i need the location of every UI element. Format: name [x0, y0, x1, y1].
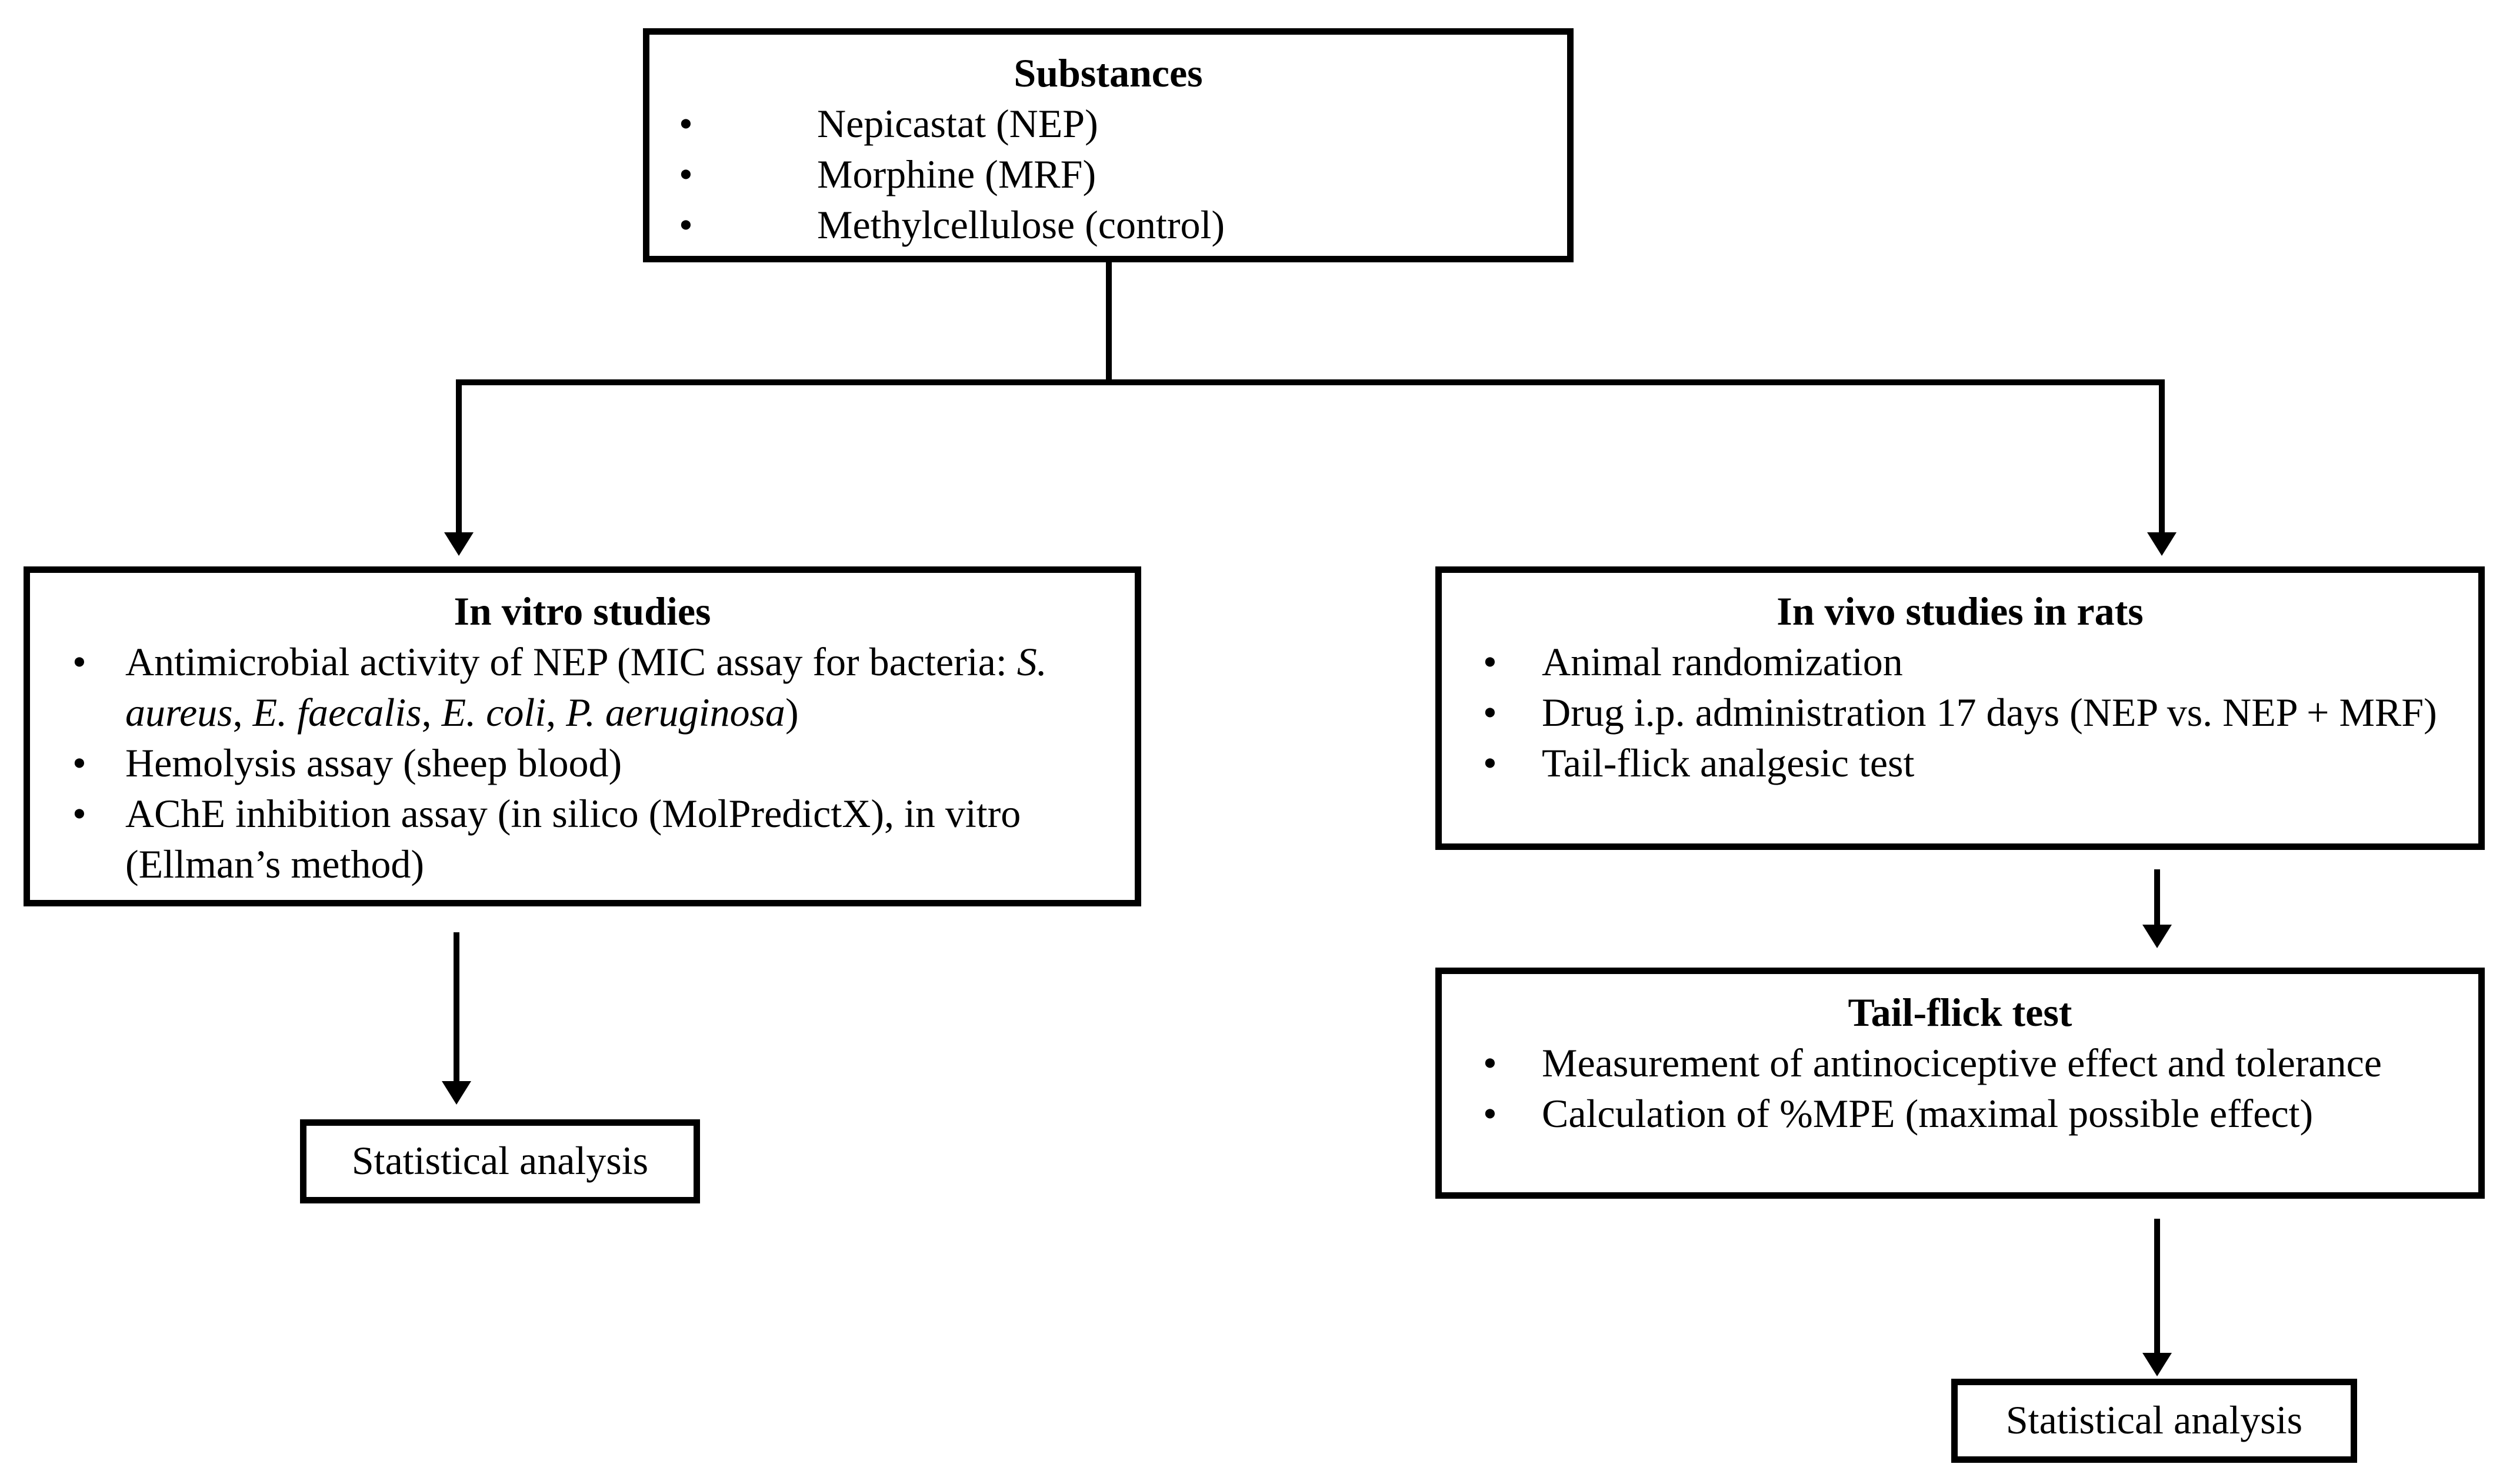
list-item: • AChE inhibition assay (in silico (MolP…	[54, 788, 1111, 889]
substance-item: Morphine (MRF)	[817, 152, 1096, 196]
stat-analysis-left-box: Statistical analysis	[300, 1119, 700, 1203]
list-item: • Calculation of %MPE (maximal possible …	[1465, 1088, 2455, 1139]
bullet-icon: •	[679, 202, 693, 247]
bullet-icon: •	[1483, 741, 1497, 785]
bullet-icon: •	[72, 791, 86, 836]
list-item: • Methylcellulose (control)	[673, 199, 1544, 250]
list-item: • Hemolysis assay (sheep blood)	[54, 738, 1111, 788]
in-vitro-item: Antimicrobial activity of NEP (MIC assay…	[125, 639, 1047, 735]
list-item: • Antimicrobial activity of NEP (MIC ass…	[54, 636, 1111, 738]
in-vitro-box: In vitro studies • Antimicrobial activit…	[24, 566, 1141, 906]
bullet-icon: •	[679, 101, 693, 146]
in-vitro-item: Hemolysis assay (sheep blood)	[125, 741, 622, 785]
species-name: P. aeruginosa	[566, 690, 785, 735]
list-item: • Morphine (MRF)	[673, 149, 1544, 199]
arrowhead-in-vivo	[2147, 532, 2177, 556]
tail-flick-box: Tail-flick test • Measurement of antinoc…	[1435, 968, 2485, 1199]
species-name: E. faecalis	[252, 690, 422, 735]
substances-list: • Nepicastat (NEP) • Morphine (MRF) • Me…	[673, 98, 1544, 250]
in-vivo-item: Animal randomization	[1542, 639, 1903, 684]
stat-analysis-right-box: Statistical analysis	[1951, 1379, 2357, 1463]
list-item: • Tail-flick analgesic test	[1465, 738, 2455, 788]
in-vivo-item: Tail-flick analgesic test	[1542, 741, 1915, 785]
tail-flick-list: • Measurement of antinociceptive effect …	[1465, 1038, 2455, 1139]
in-vitro-item: AChE inhibition assay (in silico (MolPre…	[125, 791, 1021, 886]
in-vivo-list: • Animal randomization • Drug i.p. admin…	[1465, 636, 2455, 788]
bullet-icon: •	[1483, 639, 1497, 684]
substance-item: Methylcellulose (control)	[817, 202, 1225, 247]
list-item: • Animal randomization	[1465, 636, 2455, 687]
bullet-icon: •	[72, 741, 86, 785]
substances-box: Substances • Nepicastat (NEP) • Morphine…	[643, 28, 1574, 262]
bullet-icon: •	[1483, 1041, 1497, 1085]
arrowhead-in-vitro	[444, 532, 474, 556]
bullet-icon: •	[1483, 1091, 1497, 1136]
list-item: • Drug i.p. administration 17 days (NEP …	[1465, 687, 2455, 738]
arrowhead-stat-right	[2142, 1353, 2172, 1376]
bullet-icon: •	[1483, 690, 1497, 735]
bullet-icon: •	[72, 639, 86, 684]
in-vivo-title: In vivo studies in rats	[1777, 589, 2144, 633]
tail-flick-item: Calculation of %MPE (maximal possible ef…	[1542, 1091, 2314, 1136]
stat-analysis-left-label: Statistical analysis	[351, 1138, 649, 1183]
arrowhead-tail-flick	[2142, 925, 2172, 948]
in-vitro-title: In vitro studies	[454, 589, 711, 633]
substances-title: Substances	[1014, 51, 1203, 95]
in-vivo-box: In vivo studies in rats • Animal randomi…	[1435, 566, 2485, 850]
in-vivo-item: Drug i.p. administration 17 days (NEP vs…	[1542, 690, 2437, 735]
substance-item: Nepicastat (NEP)	[817, 101, 1098, 146]
species-name: E. coli	[441, 690, 546, 735]
bullet-icon: •	[679, 152, 693, 196]
species-name: S. aureus	[125, 639, 1047, 735]
list-item: • Measurement of antinociceptive effect …	[1465, 1038, 2455, 1088]
tail-flick-item: Measurement of antinociceptive effect an…	[1542, 1041, 2382, 1085]
stat-analysis-right-label: Statistical analysis	[2005, 1398, 2303, 1442]
tail-flick-title: Tail-flick test	[1848, 990, 2072, 1035]
arrowhead-stat-left	[442, 1081, 471, 1105]
list-item: • Nepicastat (NEP)	[673, 98, 1544, 149]
in-vitro-list: • Antimicrobial activity of NEP (MIC ass…	[54, 636, 1111, 889]
